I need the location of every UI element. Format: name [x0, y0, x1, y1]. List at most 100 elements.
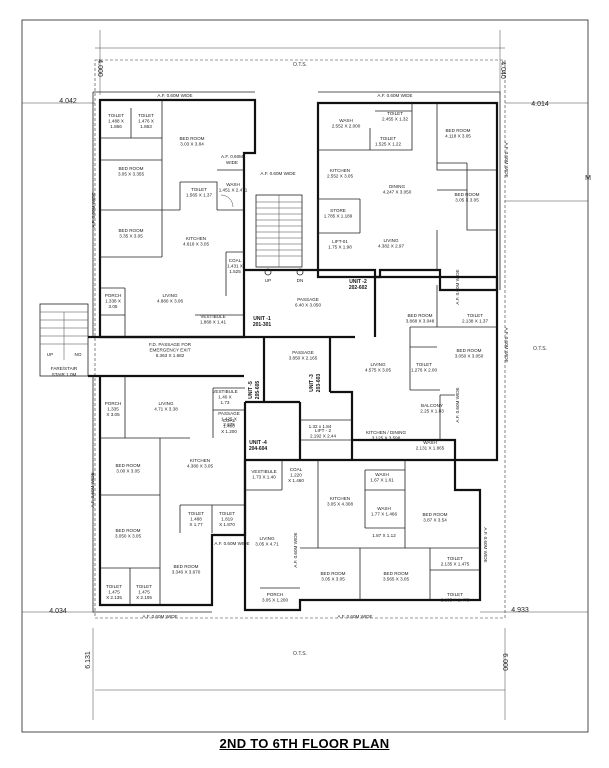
room-label-line: PORCH: [105, 293, 122, 298]
room-label-line: X 3.05: [106, 412, 120, 417]
room-label-line: 3.00 X 3.05: [116, 469, 140, 474]
room-label-line: TOILET: [136, 584, 152, 589]
room-label-line: 2.135 X 1.475: [441, 598, 470, 603]
unit-2-numbers: 202-602: [349, 285, 368, 291]
room-label-line: 1.525 X 1.22: [375, 142, 401, 147]
fire-stair-up: UP: [47, 352, 53, 357]
room-label-line: 1.400: [223, 424, 235, 429]
room-label-line: X 2.135: [106, 595, 122, 600]
room-label-line: 2.138 X 1.37: [462, 319, 488, 324]
fire-stair-no: NO: [75, 352, 82, 357]
af-label-5b: WIDE: [226, 160, 238, 165]
room-label-line: 3.125 X 3.598: [372, 436, 401, 441]
room-label-line: LIFT - 2: [315, 428, 331, 433]
room-label-line: 3.340 X 3.670: [172, 570, 201, 575]
room-label-line: 4.618 X 3.05: [183, 242, 209, 247]
room-label-line: 1.220: [290, 473, 302, 478]
room-label-line: KITCHEN / DINING: [366, 430, 406, 435]
unit-4-numbers: 204-604: [249, 446, 268, 452]
room-label-line: 1.338 X: [105, 299, 121, 304]
dim-left-lower: 4.034: [49, 608, 67, 615]
block-lower-right: [243, 458, 482, 612]
room-label-line: PASSAGE: [292, 350, 314, 355]
room-label-line: 3.050 X 3.05: [115, 534, 141, 539]
room-label-line: 2.192 X 2.44: [310, 434, 336, 439]
room-label-line: BED ROOM: [115, 463, 140, 468]
room-label-line: 1.276 X 2.00: [411, 368, 437, 373]
room-label-line: 1.488: [190, 517, 202, 522]
dim-top-right: 4.040: [499, 61, 506, 79]
af-label-2: A.F. 0.60M WIDE: [91, 192, 96, 227]
room-label-line: 3.05 X 3.355: [118, 172, 144, 177]
room-label-line: VESTIBULE: [200, 314, 225, 319]
room-label-line: 1.73: [221, 400, 230, 405]
room-label-line: WASH: [423, 440, 437, 445]
unit-labels: UNIT -1 201-301 UNIT -2 202-602 UNIT -3 …: [248, 279, 367, 452]
room-label-line: 1.77 X 1.466: [371, 512, 397, 517]
stair-dn-label: DN: [297, 278, 304, 283]
unit-1-label: UNIT -1: [253, 316, 271, 322]
unit-2-label: UNIT -2: [349, 279, 367, 285]
room-label-line: 3.05 X 4.308: [327, 502, 353, 507]
room-label-line: TOILET: [191, 187, 207, 192]
room-label-line: BED ROOM: [407, 313, 432, 318]
room-label-line: LIVING: [158, 401, 173, 406]
dim-top-left: 4.000: [96, 59, 103, 77]
room-label-line: BED ROOM: [173, 564, 198, 569]
room-label-line: COAL: [229, 258, 242, 263]
plan-title: 2ND TO 6TH FLOOR PLAN: [219, 736, 390, 751]
room-label-line: 3.565 X 3.05: [383, 577, 409, 582]
room-label-line: BED ROOM: [118, 228, 143, 233]
room-label-line: 1.525: [229, 269, 241, 274]
room-label-line: 6.363 X 1.682: [156, 353, 185, 358]
room-label-line: 1.866: [110, 124, 122, 129]
room-label-line: BALCONY: [421, 403, 443, 408]
room-label-line: WASH: [375, 472, 389, 477]
room-label-line: 1.868 X 1.41: [200, 320, 226, 325]
room-label-line: PASSAGE: [297, 297, 319, 302]
af-label-1: A.F. 0.60M WIDE: [157, 93, 192, 98]
room-label-line: BED ROOM: [115, 528, 140, 533]
af-label-7: A.F. 0.60M WIDE: [455, 269, 460, 304]
room-label-line: 1.488 X: [108, 119, 124, 124]
room-label-line: DINING: [389, 184, 406, 189]
room-label-line: 4.247 X 3.050: [383, 190, 412, 195]
room-label-line: TOILET: [416, 362, 432, 367]
room-label-line: 4.71 X 3.38: [154, 407, 178, 412]
room-label-line: 1.73 X 1.40: [252, 475, 276, 480]
room-label-line: 1.565 X 1.37: [186, 193, 212, 198]
unit-5-numbers: 205-605: [255, 381, 261, 400]
room-label-line: X 1.200: [221, 429, 237, 434]
